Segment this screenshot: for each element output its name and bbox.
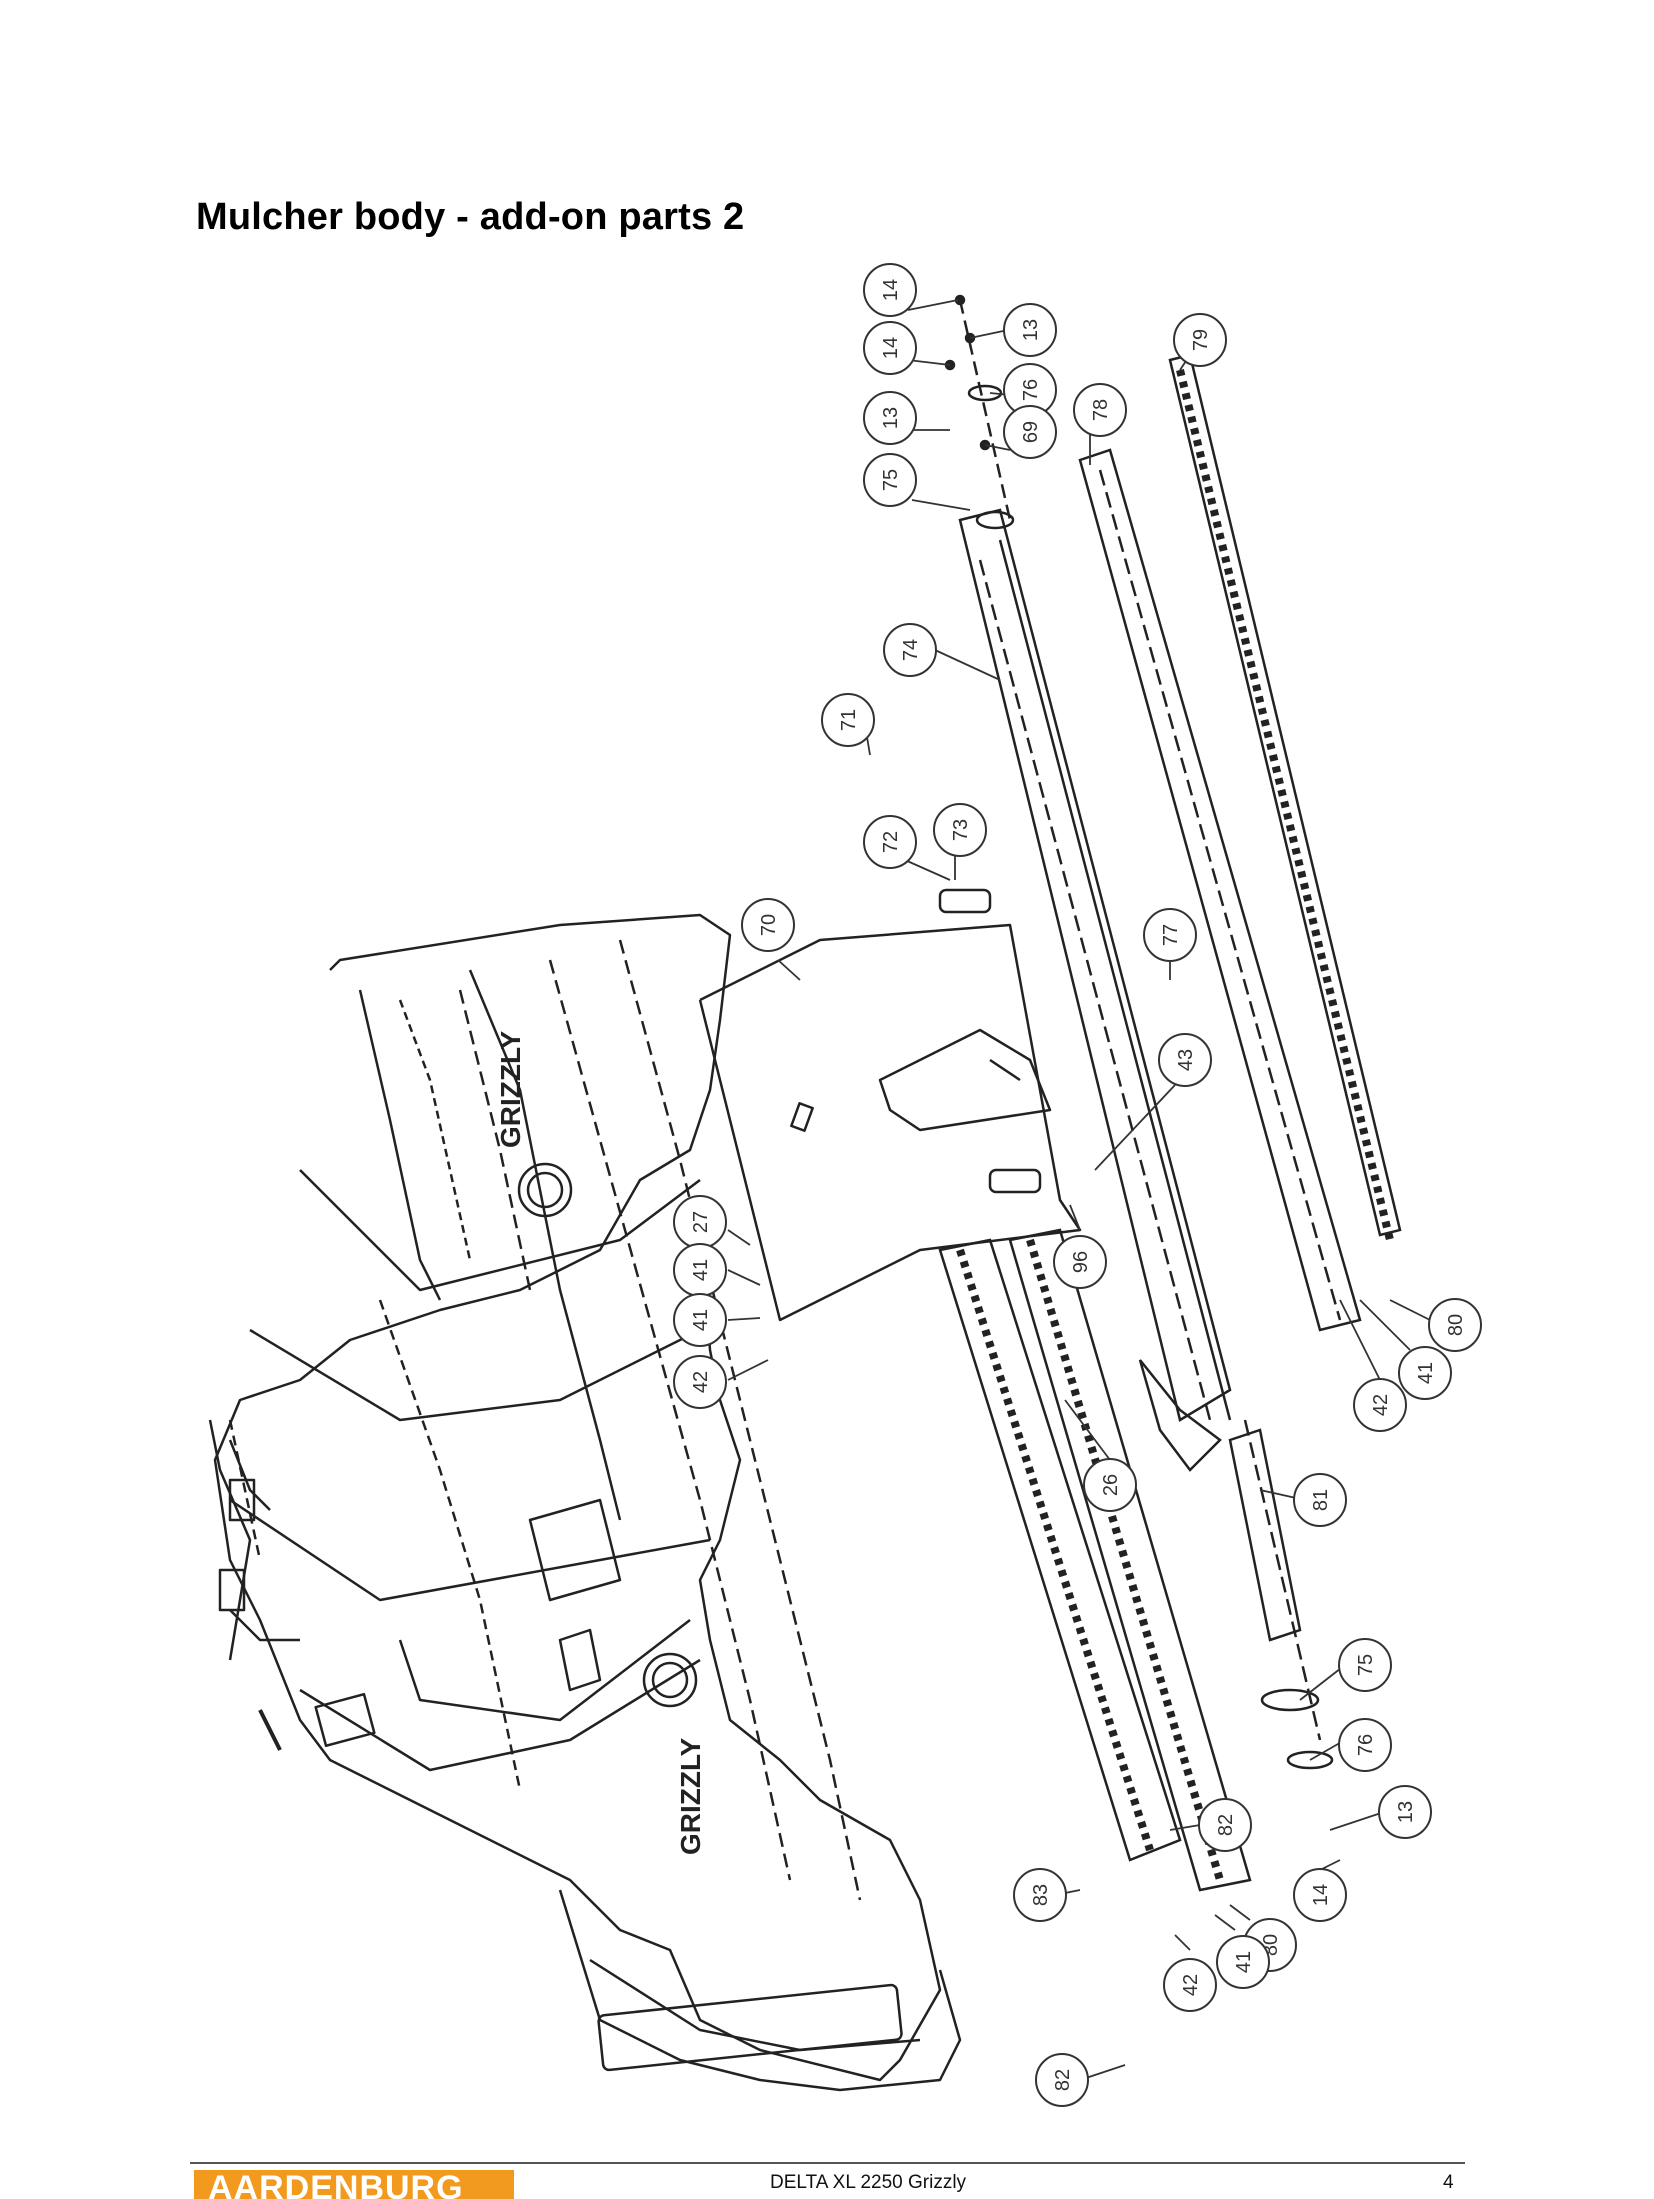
svg-text:42: 42 [690, 1371, 712, 1393]
logo-wordmark: AARDENBURG [208, 2170, 464, 2199]
callout-14b: 14 [863, 321, 917, 375]
callout-79: 79 [1173, 313, 1227, 367]
callout-75a: 75 [863, 453, 917, 507]
callout-43: 43 [1158, 1033, 1212, 1087]
callout-77: 77 [1143, 908, 1197, 962]
decal-text: GRIZZLY GRIZZLY [495, 1030, 706, 1855]
upper-blade-rail [1078, 448, 1362, 1332]
callout-42c: 42 [1163, 1958, 1217, 2012]
leader-lines [727, 299, 1431, 2081]
footer-model-name: DELTA XL 2250 Grizzly [770, 2172, 967, 2193]
callout-13a: 13 [1003, 303, 1057, 357]
callout-41a: 41 [673, 1243, 727, 1297]
callout-42b: 42 [1353, 1378, 1407, 1432]
shaft-81 [1228, 1419, 1334, 1770]
svg-text:71: 71 [838, 709, 860, 731]
callout-13b: 13 [863, 391, 917, 445]
callout-72: 72 [863, 815, 917, 869]
callout-82a: 82 [1198, 1798, 1252, 1852]
callout-26: 26 [1083, 1458, 1137, 1512]
svg-text:75: 75 [1355, 1654, 1377, 1676]
svg-text:80: 80 [1445, 1314, 1467, 1336]
svg-text:42: 42 [1370, 1394, 1392, 1416]
callout-14a: 14 [863, 263, 917, 317]
callout-69: 69 [1003, 405, 1057, 459]
callout-42a: 42 [673, 1355, 727, 1409]
svg-text:14: 14 [880, 337, 902, 359]
page-number: 4 [1443, 2172, 1454, 2193]
page-title: Mulcher body - add-on parts 2 [196, 196, 745, 238]
svg-text:76: 76 [1355, 1734, 1377, 1756]
svg-text:81: 81 [1310, 1489, 1332, 1511]
callout-82b: 82 [1035, 2053, 1089, 2107]
svg-text:14: 14 [880, 279, 902, 301]
svg-text:73: 73 [950, 819, 972, 841]
mulcher-frame [208, 913, 962, 2092]
decal-grizzly-1: GRIZZLY [495, 1030, 526, 1148]
beam-assembly [958, 508, 1232, 1472]
callout-41c: 41 [1398, 1346, 1452, 1400]
callout-83: 83 [1013, 1868, 1067, 1922]
callout-76a: 76 [1003, 363, 1057, 417]
aardenburg-logo: AARDENBURG [194, 2170, 514, 2199]
svg-text:74: 74 [900, 639, 922, 661]
svg-text:41: 41 [1415, 1362, 1437, 1384]
callout-41b: 41 [673, 1293, 727, 1347]
svg-text:42: 42 [1180, 1974, 1202, 1996]
lower-blade-strip [938, 1228, 1252, 1892]
svg-text:76: 76 [1020, 379, 1042, 401]
svg-text:41: 41 [690, 1309, 712, 1331]
blade-strip-79 [1168, 353, 1402, 1241]
callout-81: 81 [1293, 1473, 1347, 1527]
callout-13c: 13 [1378, 1785, 1432, 1839]
callouts: 14 13 14 76 13 69 75 78 79 74 71 72 73 7… [673, 263, 1482, 2107]
svg-text:41: 41 [690, 1259, 712, 1281]
svg-text:72: 72 [880, 831, 902, 853]
callout-78: 78 [1073, 383, 1127, 437]
svg-text:70: 70 [758, 914, 780, 936]
callout-73: 73 [933, 803, 987, 857]
svg-text:13: 13 [1020, 319, 1042, 341]
callout-71: 71 [821, 693, 875, 747]
callout-75b: 75 [1338, 1638, 1392, 1692]
callout-96: 96 [1053, 1235, 1107, 1289]
top-hardware [944, 294, 1012, 521]
callout-27: 27 [673, 1195, 727, 1249]
svg-text:69: 69 [1020, 421, 1042, 443]
svg-text:43: 43 [1175, 1049, 1197, 1071]
svg-text:83: 83 [1030, 1884, 1052, 1906]
svg-text:26: 26 [1100, 1474, 1122, 1496]
svg-text:82: 82 [1052, 2069, 1074, 2091]
svg-text:82: 82 [1215, 1814, 1237, 1836]
svg-text:41: 41 [1233, 1951, 1255, 1973]
svg-text:79: 79 [1190, 329, 1212, 351]
callout-70: 70 [741, 898, 795, 952]
svg-text:96: 96 [1070, 1251, 1092, 1273]
svg-text:75: 75 [880, 469, 902, 491]
svg-text:77: 77 [1160, 924, 1182, 946]
cover-plate [698, 888, 1082, 1322]
callout-74: 74 [883, 623, 937, 677]
svg-text:13: 13 [880, 407, 902, 429]
footer-divider [190, 2162, 1465, 2164]
callout-41d: 41 [1216, 1935, 1270, 1989]
callout-80a: 80 [1428, 1298, 1482, 1352]
decal-grizzly-2: GRIZZLY [675, 1737, 706, 1855]
callout-14c: 14 [1293, 1868, 1347, 1922]
svg-text:78: 78 [1090, 399, 1112, 421]
svg-text:13: 13 [1395, 1801, 1417, 1823]
svg-text:27: 27 [690, 1211, 712, 1233]
svg-text:14: 14 [1310, 1884, 1332, 1906]
callout-76b: 76 [1338, 1718, 1392, 1772]
